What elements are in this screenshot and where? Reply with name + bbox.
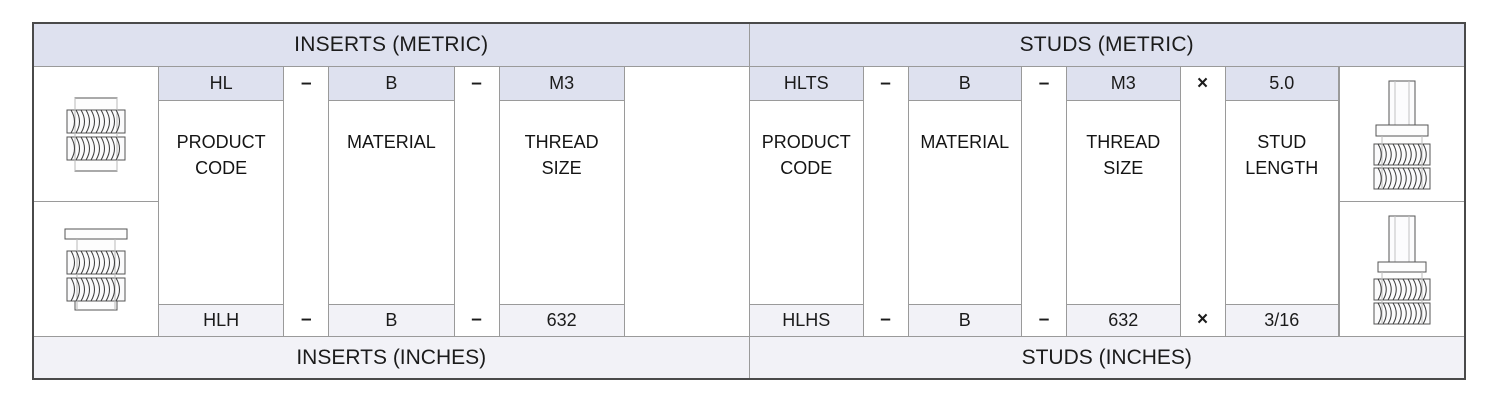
studs-length-column: 5.0 STUD LENGTH 3/16 bbox=[1225, 67, 1339, 336]
dash-icon-bottom: – bbox=[454, 304, 499, 336]
inserts-thread-size-label: THREAD SIZE bbox=[500, 101, 624, 304]
dash-icon-bottom: – bbox=[863, 304, 908, 336]
threaded-insert-plain-icon bbox=[57, 88, 135, 180]
inserts-material-column: B MATERIAL B bbox=[329, 67, 455, 336]
inserts-separator-1: – – bbox=[284, 67, 330, 336]
header-inserts-metric: INSERTS (METRIC) bbox=[34, 24, 750, 66]
dash-icon-top: – bbox=[454, 67, 499, 101]
studs-product-code-label: PRODUCT CODE bbox=[750, 101, 863, 304]
studs-separator-2: – – bbox=[1022, 67, 1067, 336]
studs-metric-thread-size: M3 bbox=[1067, 67, 1180, 101]
studs-section: HLTS PRODUCT CODE HLHS – – B MATERIAL B bbox=[750, 67, 1464, 336]
threaded-insert-flanged-icon bbox=[57, 221, 135, 317]
header-studs-metric: STUDS (METRIC) bbox=[749, 24, 1464, 66]
footer-inserts-inches: INSERTS (INCHES) bbox=[34, 337, 750, 378]
stud-inch-icon bbox=[1362, 210, 1442, 328]
inserts-inch-thread-size: 632 bbox=[499, 304, 624, 336]
separator-spacer bbox=[455, 101, 499, 304]
inserts-section: HL PRODUCT CODE HLH – – B MATERIAL B bbox=[34, 67, 750, 336]
dash-icon-bottom: – bbox=[284, 304, 329, 336]
studs-length-label: STUD LENGTH bbox=[1226, 101, 1339, 304]
dash-icon-bottom: – bbox=[1022, 304, 1066, 336]
times-icon-top: × bbox=[1180, 67, 1225, 101]
inserts-metric-thread-size: M3 bbox=[499, 67, 624, 101]
inserts-image-column bbox=[34, 67, 159, 336]
footer-band: INSERTS (INCHES) STUDS (INCHES) bbox=[34, 336, 1464, 378]
label-line-1: THREAD bbox=[524, 132, 599, 152]
label-line-2: SIZE bbox=[541, 158, 582, 179]
inserts-inch-material: B bbox=[329, 304, 454, 336]
separator-spacer bbox=[1022, 101, 1066, 304]
inserts-thread-size-column: M3 THREAD SIZE 632 bbox=[499, 67, 625, 336]
label-line-1: MATERIAL bbox=[347, 132, 436, 152]
label-line-2: CODE bbox=[195, 158, 248, 179]
part-number-legend-table: INSERTS (METRIC) STUDS (METRIC) bbox=[32, 22, 1466, 380]
stud-metric-drawing-cell bbox=[1340, 67, 1464, 202]
studs-image-column bbox=[1339, 67, 1464, 336]
studs-metric-length: 5.0 bbox=[1225, 67, 1338, 101]
label-line-1: THREAD bbox=[1086, 132, 1161, 152]
studs-inch-material: B bbox=[908, 304, 1021, 336]
inserts-product-code-label: PRODUCT CODE bbox=[159, 101, 283, 304]
footer-studs-inches: STUDS (INCHES) bbox=[749, 337, 1464, 378]
studs-separator-1: – – bbox=[863, 67, 909, 336]
studs-inch-length: 3/16 bbox=[1225, 304, 1338, 336]
studs-inch-product-code: HLHS bbox=[750, 304, 863, 336]
inserts-inch-product-code: HLH bbox=[159, 304, 284, 336]
title-band: INSERTS (METRIC) STUDS (METRIC) bbox=[34, 24, 1464, 67]
studs-material-label: MATERIAL bbox=[909, 101, 1022, 304]
inserts-separator-2: – – bbox=[454, 67, 500, 336]
studs-metric-material: B bbox=[908, 67, 1021, 101]
label-line-1: MATERIAL bbox=[920, 132, 1010, 152]
times-icon-bottom: × bbox=[1180, 304, 1225, 336]
studs-separator-3: × × bbox=[1180, 67, 1226, 336]
label-line-1: PRODUCT bbox=[176, 132, 266, 152]
stud-metric-icon bbox=[1362, 75, 1442, 193]
inserts-metric-product-code: HL bbox=[159, 67, 284, 101]
stud-inch-drawing-cell bbox=[1340, 202, 1464, 336]
studs-thread-size-label: THREAD SIZE bbox=[1067, 101, 1180, 304]
table-body: HL PRODUCT CODE HLH – – B MATERIAL B bbox=[34, 67, 1464, 336]
studs-metric-product-code: HLTS bbox=[750, 67, 863, 101]
separator-spacer bbox=[864, 101, 908, 304]
studs-inch-thread-size: 632 bbox=[1067, 304, 1180, 336]
insert-plain-drawing-cell bbox=[34, 67, 158, 202]
label-line-1: STUD bbox=[1257, 132, 1307, 152]
inserts-blank-column bbox=[624, 67, 749, 336]
insert-flanged-drawing-cell bbox=[34, 202, 158, 336]
dash-icon-top: – bbox=[863, 67, 908, 101]
separator-spacer bbox=[284, 101, 328, 304]
label-line-2: SIZE bbox=[1103, 158, 1144, 179]
label-line-2: LENGTH bbox=[1245, 158, 1319, 179]
studs-material-column: B MATERIAL B bbox=[908, 67, 1022, 336]
inserts-product-code-column: HL PRODUCT CODE HLH bbox=[159, 67, 285, 336]
label-line-1: PRODUCT bbox=[761, 132, 851, 152]
inserts-metric-material: B bbox=[329, 67, 454, 101]
separator-spacer bbox=[1181, 101, 1225, 304]
label-line-2: CODE bbox=[780, 158, 833, 179]
studs-thread-size-column: M3 THREAD SIZE 632 bbox=[1067, 67, 1181, 336]
dash-icon-top: – bbox=[284, 67, 329, 101]
dash-icon-top: – bbox=[1022, 67, 1066, 101]
studs-product-code-column: HLTS PRODUCT CODE HLHS bbox=[750, 67, 864, 336]
inserts-material-label: MATERIAL bbox=[329, 101, 453, 304]
